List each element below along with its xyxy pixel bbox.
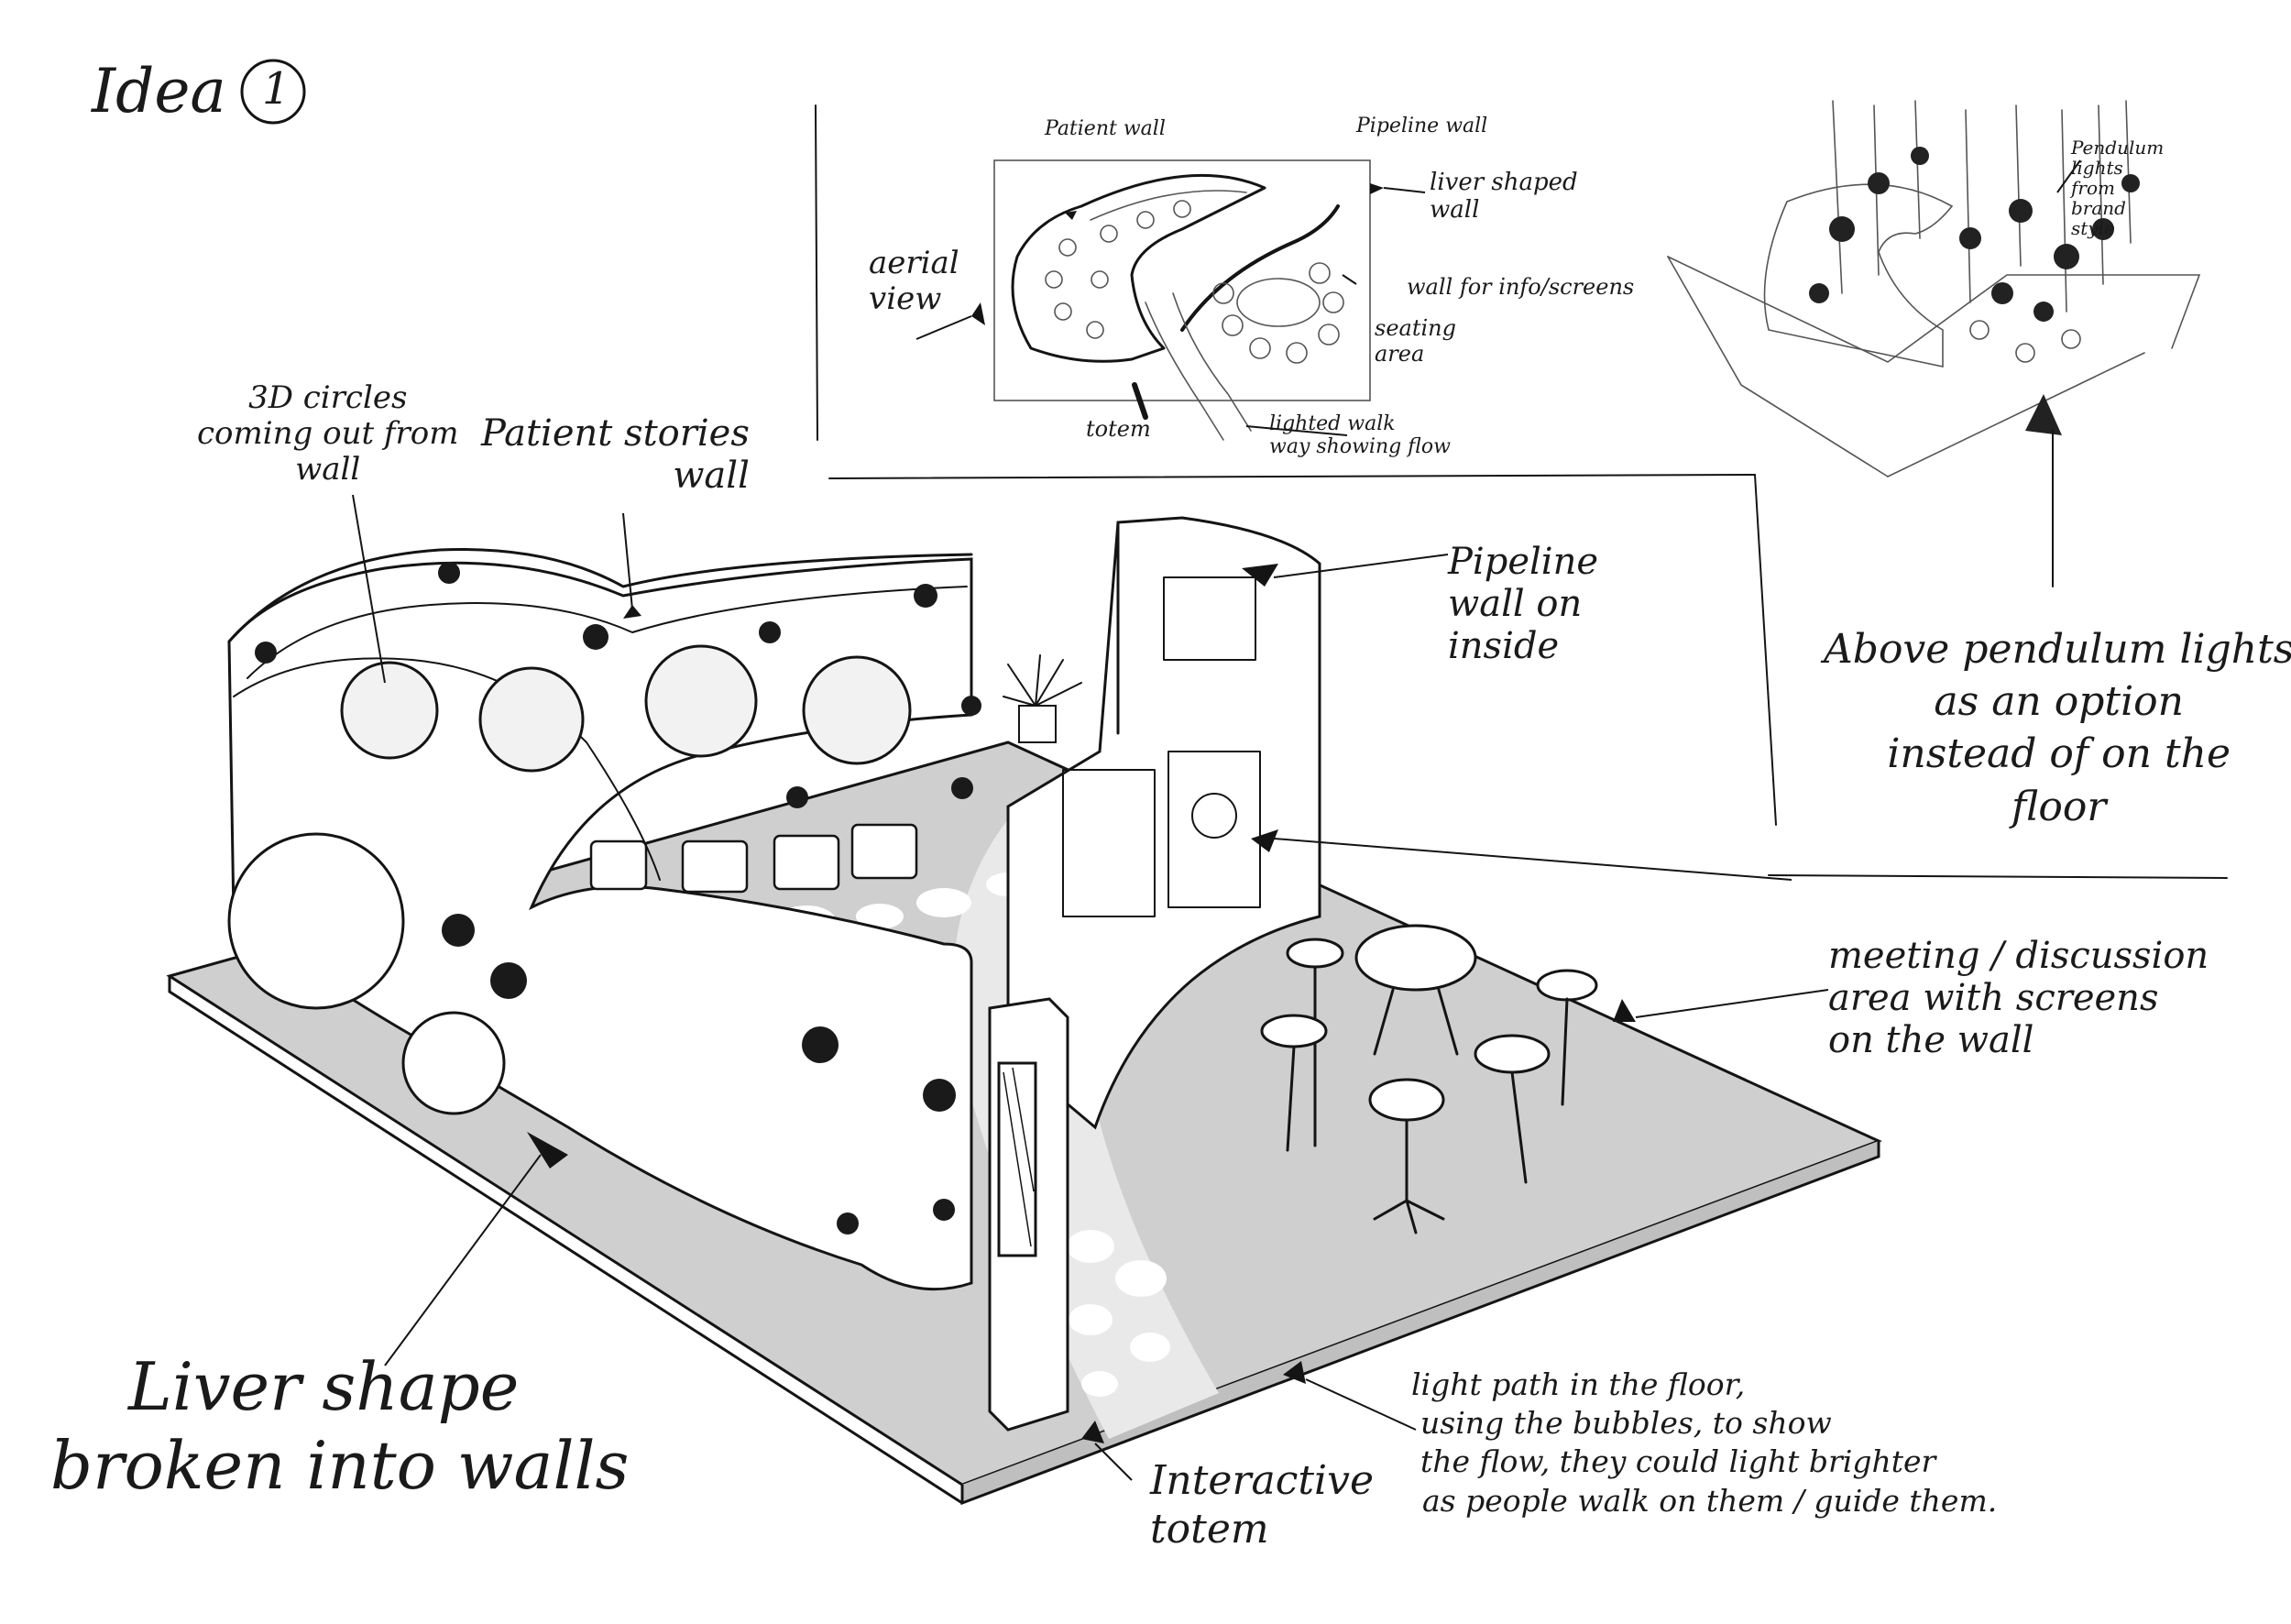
dark-3d-circles: [255, 562, 981, 1234]
label-seating-area: seating area: [1375, 315, 1456, 367]
label-liver-shape: Liver shape broken into walls: [50, 1348, 630, 1505]
label-totem-aerial: totem: [1086, 416, 1151, 442]
label-pipeline-inside: Pipeline wall on inside: [1448, 541, 1599, 667]
interactive-totem: [988, 997, 1069, 1432]
label-interactive-totem: Interactive totem: [1150, 1457, 1374, 1553]
divider-vertical: [815, 104, 818, 441]
label-3d-circles: 3D circles coming out from wall: [197, 379, 459, 488]
sheet-title: Idea: [92, 56, 226, 126]
label-patient-wall: Patient wall: [1045, 117, 1166, 140]
label-aerial-view: aerial view: [869, 245, 959, 318]
pendulum-lights-sketch: [1667, 100, 2201, 587]
title-number-circle: [240, 59, 306, 125]
label-pendulum-lights: Pendulum lights from brand style: [2071, 137, 2165, 239]
main-perspective-sketch: [166, 516, 1882, 1506]
aerial-view-sketch: [971, 159, 1384, 441]
label-lighted-walkway: lighted walk way showing flow: [1269, 412, 1451, 459]
divider-bottom-right: [1768, 874, 2228, 879]
divider-right: [1754, 474, 1777, 826]
sheet-title-number: 1: [262, 63, 290, 115]
plant: [1003, 654, 1082, 743]
label-wall-for-screens: wall for info/screens: [1407, 274, 1635, 300]
label-pendulum-note: Above pendulum lights as an option inste…: [1824, 626, 2291, 830]
label-light-path: light path in the floor, using the bubbl…: [1411, 1366, 1998, 1519]
leader-lines: [352, 159, 2081, 1481]
label-pipeline-wall: Pipeline wall: [1356, 115, 1488, 137]
label-liver-shaped-wall: liver shaped wall: [1430, 169, 1578, 224]
label-meeting-area: meeting / discussion area with screens o…: [1828, 935, 2209, 1061]
patient-story-circles: [227, 644, 912, 1115]
divider-horizontal: [828, 474, 1756, 479]
meeting-area-furniture: [1260, 924, 1598, 1234]
inner-seating: [589, 823, 918, 894]
label-patient-stories: Patient stories wall: [481, 412, 750, 497]
